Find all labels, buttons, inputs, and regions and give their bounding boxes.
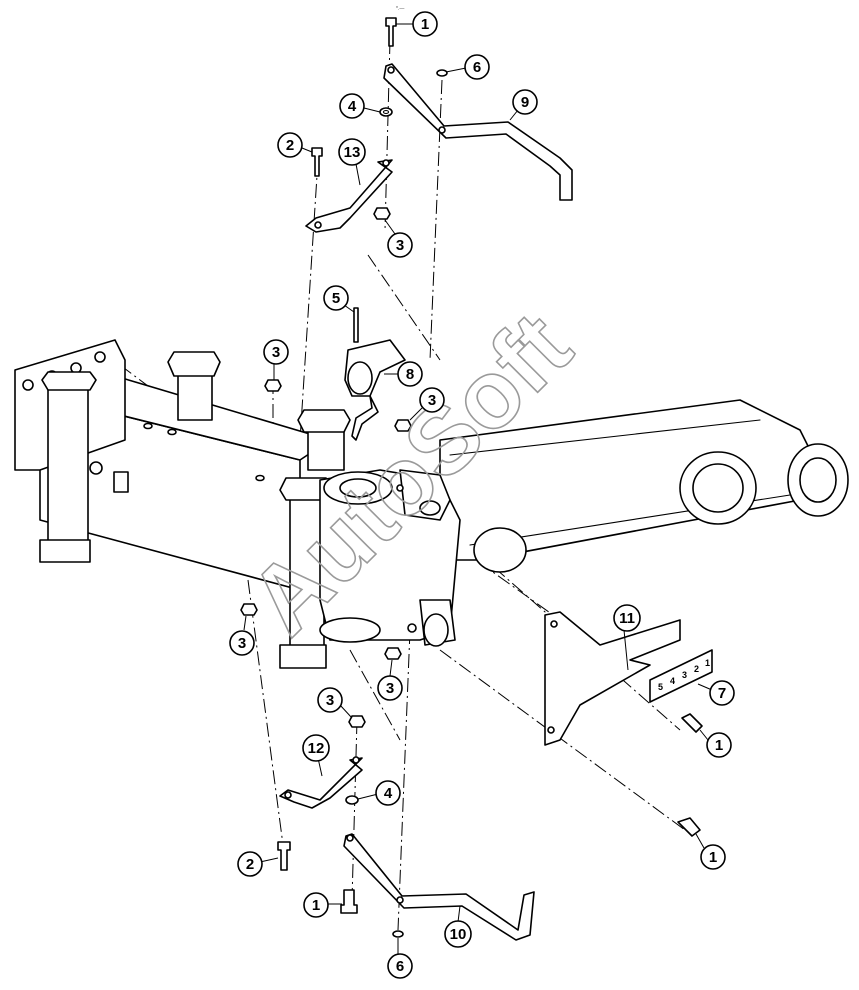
callout-label: 1 — [421, 16, 429, 33]
callout-3 — [419, 387, 445, 413]
fasteners — [240, 17, 703, 938]
number-plate: 5 4 3 2 1 — [649, 649, 713, 703]
callout-label: 3 — [386, 680, 394, 697]
callout-8 — [397, 361, 423, 387]
plate-label: 3 — [682, 670, 687, 680]
vertical-posts — [39, 351, 351, 669]
plate-label: 2 — [694, 664, 699, 674]
steering-housing — [319, 469, 461, 647]
corner-mark: *.— — [396, 6, 404, 12]
callout-label: 3 — [326, 692, 334, 709]
bracket-plate — [544, 611, 681, 746]
plate-label: 5 — [658, 682, 663, 692]
callout-label: 2 — [286, 137, 294, 154]
callout-label: 3 — [428, 392, 436, 409]
callout-label: 3 — [272, 344, 280, 361]
callout-10 — [444, 920, 472, 948]
callout-4 — [375, 780, 401, 806]
callout-5 — [323, 285, 349, 311]
callout-label: 3 — [238, 635, 246, 652]
clamp-part-8 — [344, 339, 406, 441]
callout-label: 6 — [396, 958, 404, 975]
axle-beam — [14, 339, 849, 591]
callout-3 — [377, 675, 403, 701]
callout-4 — [339, 93, 365, 119]
callout-label: 5 — [332, 290, 340, 307]
callout-label: 1 — [715, 737, 723, 754]
callout-label: 13 — [344, 144, 361, 161]
callout-label: 1 — [312, 897, 320, 914]
callout-3 — [263, 339, 289, 365]
callout-6 — [464, 54, 490, 80]
callout-13 — [338, 138, 366, 166]
callout-label: 4 — [348, 98, 357, 115]
callout-label: 8 — [406, 366, 414, 383]
callout-1 — [700, 844, 726, 870]
upper-rod-part-9 — [383, 63, 573, 201]
callout-3 — [229, 630, 255, 656]
callout-1 — [706, 732, 732, 758]
callout-label: 12 — [308, 740, 325, 757]
plate-label: 1 — [705, 658, 710, 668]
upper-link-part-13 — [305, 159, 393, 233]
callout-label: 6 — [473, 59, 481, 76]
callout-3 — [387, 232, 413, 258]
callout-label: 2 — [246, 856, 254, 873]
callouts: 1 6 9 4 2 13 3 5 8 3 — [229, 11, 735, 979]
callout-label: 7 — [718, 685, 726, 702]
callout-label: 9 — [521, 94, 529, 111]
callout-7 — [709, 680, 735, 706]
bolt-top — [385, 17, 397, 47]
callout-1 — [412, 11, 438, 37]
lower-rod-part-10 — [343, 833, 535, 941]
callout-label: 4 — [384, 785, 393, 802]
callout-label: 1 — [709, 849, 717, 866]
callout-label: 10 — [450, 926, 467, 943]
callout-11 — [613, 604, 641, 632]
lower-link-part-12 — [279, 756, 363, 809]
callout-1 — [303, 892, 329, 918]
callout-label: 3 — [396, 237, 404, 254]
callout-3 — [317, 687, 343, 713]
plate-label: 4 — [670, 676, 675, 686]
callout-12 — [302, 734, 330, 762]
callout-9 — [512, 89, 538, 115]
callout-2 — [277, 132, 303, 158]
callout-6 — [387, 953, 413, 979]
callout-2 — [237, 851, 263, 877]
callout-label: 11 — [619, 610, 635, 627]
